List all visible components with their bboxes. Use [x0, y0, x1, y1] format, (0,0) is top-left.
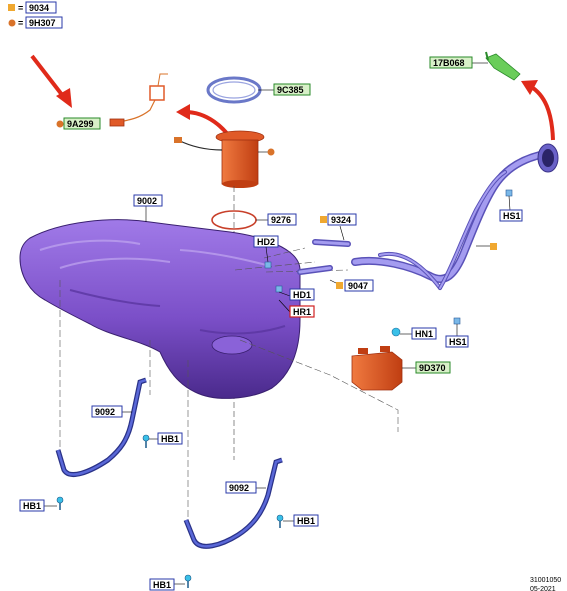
callout-9C385: 9C385: [273, 83, 311, 96]
svg-text:HB1: HB1: [153, 580, 171, 590]
clip-hd1: HD1: [275, 285, 315, 301]
nut-hn1: HN1: [391, 327, 437, 340]
callout-9A299: 9A299: [63, 117, 101, 130]
legend-circle-code: 9H307: [29, 18, 56, 28]
arrow-down-left-icon: [30, 54, 68, 102]
svg-text:HB1: HB1: [23, 501, 41, 511]
pump-lock-ring: [206, 76, 274, 104]
callout-9324: 9324: [327, 213, 357, 226]
svg-text:HS1: HS1: [503, 211, 521, 221]
evap-canister: 9D370: [351, 346, 451, 391]
arrow-curve-filler-icon: [528, 84, 555, 141]
svg-text:HN1: HN1: [415, 329, 433, 339]
legend-square-icon: [8, 4, 15, 11]
svg-text:9276: 9276: [271, 215, 291, 225]
filler-pipe-assembly: [297, 143, 559, 290]
svg-text:05-2021: 05-2021: [530, 586, 556, 591]
svg-text:HR1: HR1: [293, 307, 311, 317]
callout-9092-left: 9092: [91, 405, 123, 418]
clip-hd2: HD2: [253, 235, 279, 269]
legend-square-code: 9034: [29, 3, 49, 13]
fuel-sender-unit: [56, 73, 168, 128]
figure-reference: 31001050 05-2021: [530, 577, 561, 591]
clamp-hs1-lower: HS1: [445, 317, 469, 348]
svg-text:HD1: HD1: [293, 290, 311, 300]
svg-text:9D370: 9D370: [419, 363, 446, 373]
svg-text:9C385: 9C385: [277, 85, 304, 95]
svg-text:HD2: HD2: [257, 237, 275, 247]
fuel-tank: [19, 206, 301, 399]
clip-hr1: HR1: [278, 299, 315, 318]
svg-text:=: =: [18, 3, 23, 13]
bolt-hb1-lower-left: HB1: [19, 496, 64, 512]
callout-9092-right: 9092: [225, 481, 257, 494]
strap-right: [183, 457, 283, 549]
svg-text:9092: 9092: [95, 407, 115, 417]
bolt-hb1-upper-left: HB1: [142, 432, 183, 448]
vent-hose-marker: [320, 216, 345, 241]
legend: = 9034 = 9H307: [8, 1, 63, 29]
svg-text:31001050: 31001050: [530, 577, 561, 584]
pump-seal: [211, 210, 268, 230]
callout-9276: 9276: [267, 213, 297, 226]
legend-circle-icon: [8, 19, 16, 27]
svg-text:HB1: HB1: [161, 434, 179, 444]
svg-text:HS1: HS1: [449, 337, 467, 347]
svg-text:9324: 9324: [331, 215, 351, 225]
marker-9034-right: [476, 243, 497, 250]
filler-cap: [472, 51, 521, 81]
callout-9002: 9002: [133, 194, 163, 207]
svg-text:9002: 9002: [137, 196, 157, 206]
strap-left: [55, 377, 147, 477]
callout-17B068: 17B068: [429, 56, 473, 69]
svg-text:HB1: HB1: [297, 516, 315, 526]
red-arrows: [30, 54, 555, 151]
svg-text:9092: 9092: [229, 483, 249, 493]
bolt-hb1-bottom: HB1: [149, 574, 192, 591]
svg-text:9A299: 9A299: [67, 119, 94, 129]
svg-text:9047: 9047: [348, 281, 368, 291]
bolt-hb1-right: HB1: [276, 514, 319, 528]
svg-text:17B068: 17B068: [433, 58, 465, 68]
guide-lines: [59, 247, 399, 520]
short-pipe-9047: 9047: [329, 279, 374, 292]
fuel-pump-module: [174, 130, 275, 460]
clamp-hs1-right: HS1: [499, 189, 523, 222]
svg-text:=: =: [18, 18, 23, 28]
